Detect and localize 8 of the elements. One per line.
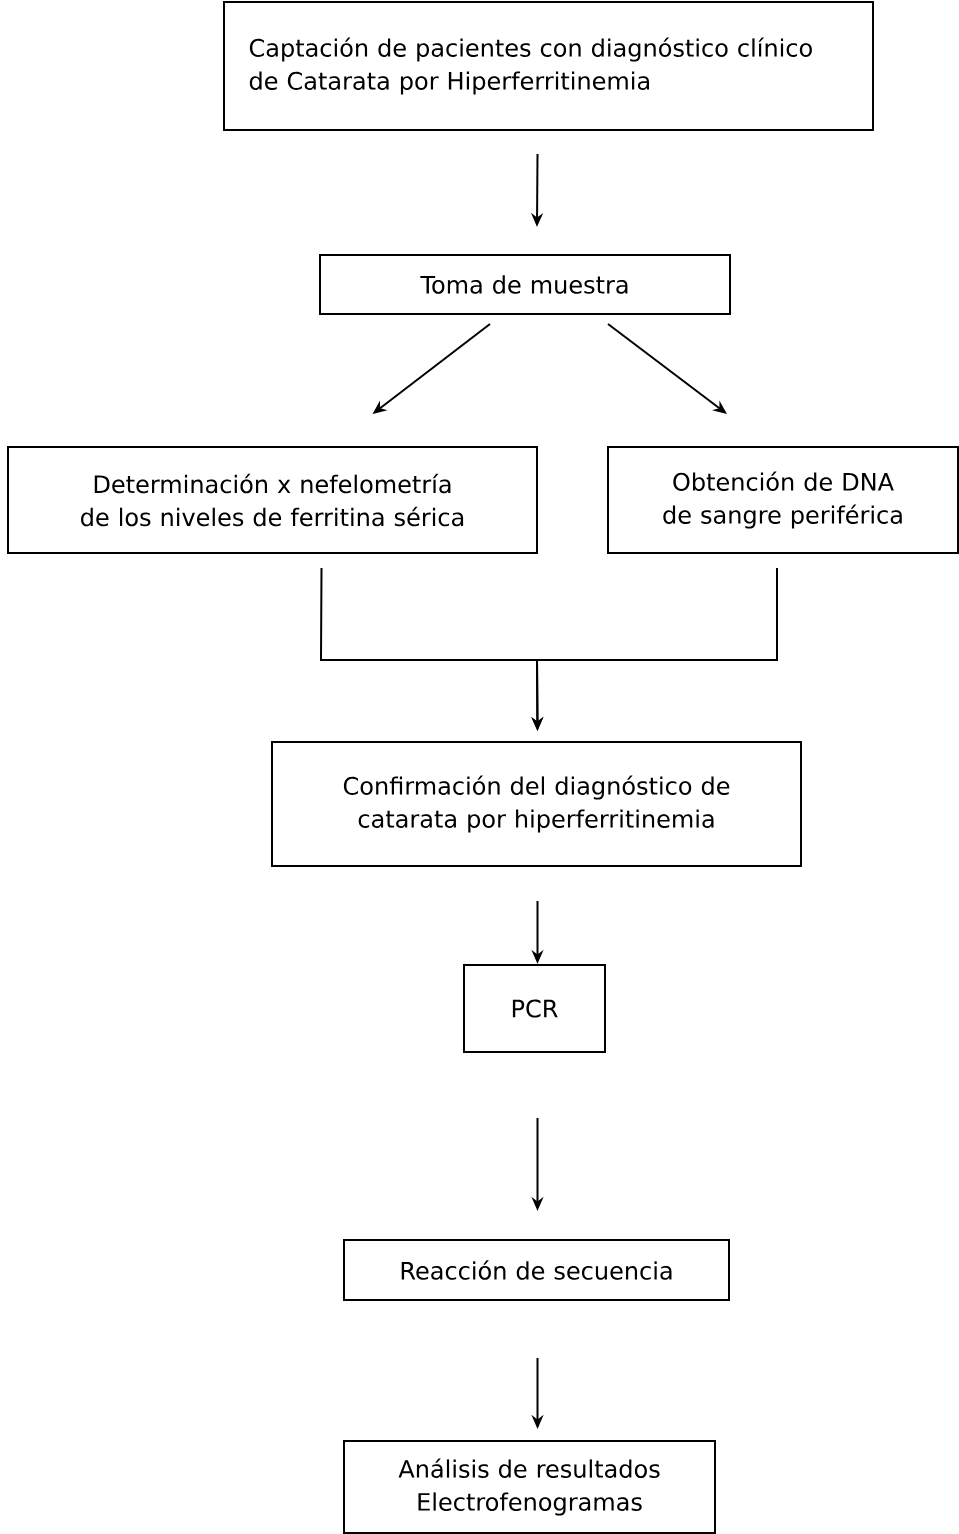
process-box: Análisis de resultados Electrofenogramas xyxy=(343,1440,716,1534)
process-box: Obtención de DNA de sangre periférica xyxy=(607,446,959,554)
process-box: Captación de pacientes con diagnóstico clínico de Catarata por Hiperferritinemia xyxy=(223,1,874,131)
process-box: Reacción de secuencia xyxy=(343,1239,730,1301)
process-box: Determinación x nefelometría de los niveles de ferritina sérica xyxy=(7,446,538,554)
process-box: PCR xyxy=(463,964,606,1053)
process-box: Toma de muestra xyxy=(319,254,731,315)
process-box: Confirmación del diagnóstico de catarata por hiperferritinemia xyxy=(271,741,802,867)
